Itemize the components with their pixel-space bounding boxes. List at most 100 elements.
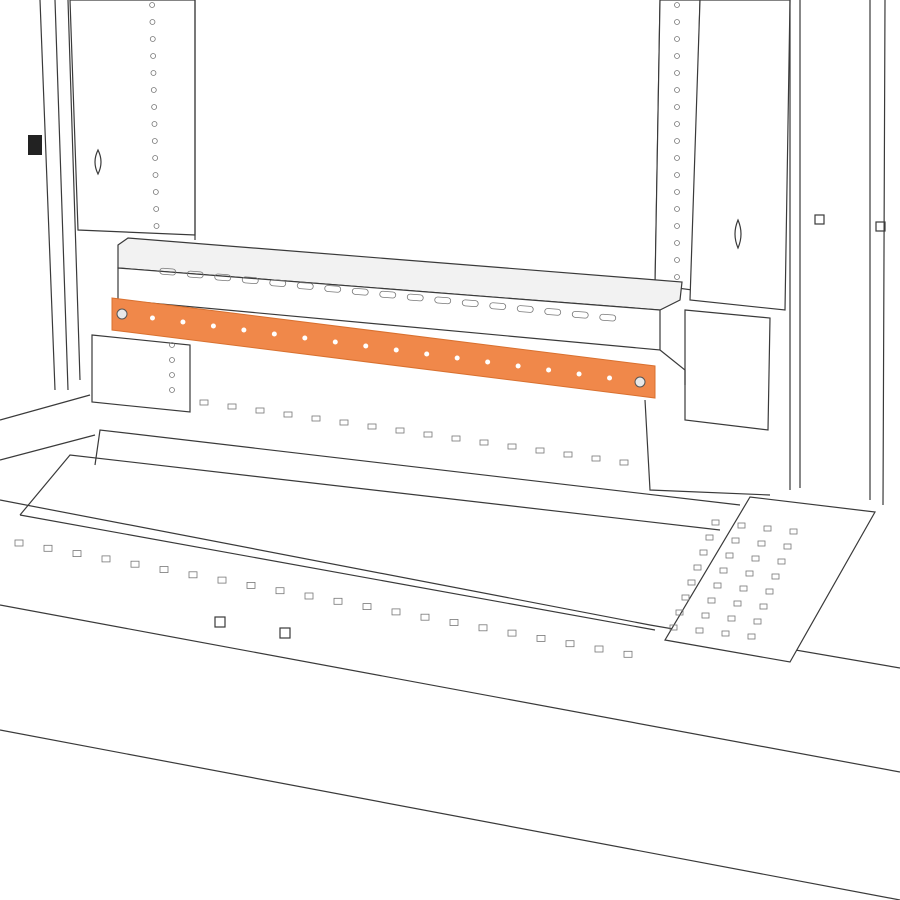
plinth-hole — [536, 635, 546, 642]
upright-hole — [169, 372, 175, 378]
busbar-hole — [546, 367, 552, 373]
rail-slot — [544, 308, 562, 316]
plinth-hole — [391, 608, 401, 616]
plate-hole — [701, 612, 710, 619]
plate-hole — [783, 543, 792, 550]
rail-slot — [379, 290, 397, 299]
plinth-square-hole — [279, 627, 291, 639]
upright-hole — [152, 172, 159, 178]
upright-hole — [151, 104, 158, 110]
plinth-hole — [449, 619, 459, 626]
plate-hole — [713, 582, 722, 589]
plinth-base — [0, 394, 900, 900]
busbar-hole — [424, 351, 430, 357]
upright-hole — [674, 121, 680, 127]
plinth-hole — [423, 431, 433, 438]
plate-hole — [721, 630, 730, 637]
busbar-hole — [363, 343, 369, 349]
busbar-hole — [180, 319, 186, 325]
plinth-hole — [227, 403, 237, 410]
rail-slot — [159, 267, 177, 276]
busbar-hole — [634, 376, 646, 388]
floor-gland-plate — [664, 496, 876, 663]
rail-slot — [214, 273, 232, 282]
rail-slot — [571, 310, 589, 319]
busbar-hole — [302, 335, 308, 341]
upright-hole — [674, 19, 680, 25]
back-panel — [194, 0, 661, 291]
plate-hole — [699, 549, 708, 556]
plate-hole — [745, 570, 754, 577]
plinth-hole — [43, 544, 53, 552]
upright-hole — [151, 138, 158, 144]
upright-hole — [150, 53, 157, 59]
upright-hole — [674, 189, 680, 195]
plinth-hole — [217, 576, 227, 584]
busbar-hole — [241, 327, 247, 333]
plate-hole — [759, 603, 768, 610]
rail-slot — [434, 296, 452, 305]
plate-hole — [731, 537, 740, 544]
plinth-hole — [339, 419, 349, 426]
upright-hole — [674, 274, 680, 280]
plinth-hole — [14, 539, 24, 547]
plinth-hole — [591, 455, 601, 462]
plinth-hole — [507, 629, 517, 637]
plate-hole — [789, 528, 798, 535]
upright-hole — [153, 223, 160, 229]
plinth-hole — [619, 459, 629, 466]
busbar-body — [111, 297, 656, 399]
plate-hole — [681, 594, 690, 601]
plinth-hole — [594, 645, 604, 653]
busbar — [111, 297, 656, 399]
rail-slot — [406, 293, 424, 302]
upright-hole — [674, 223, 680, 229]
plate-hole — [739, 585, 748, 592]
upright-hole — [674, 2, 680, 8]
plate-hole — [687, 579, 696, 586]
plate-hole — [675, 609, 684, 616]
right-frame — [644, 0, 886, 506]
plinth-hole — [199, 399, 209, 406]
busbar-holes — [116, 308, 646, 388]
busbar-hole — [485, 359, 491, 365]
plinth-hole — [420, 613, 430, 621]
rail-slot — [599, 313, 617, 322]
right-upright-holes — [674, 2, 680, 280]
busbar-hole — [576, 371, 582, 377]
plinth-hole — [478, 624, 488, 632]
plate-hole — [765, 588, 774, 595]
rail-slot — [241, 276, 259, 285]
plinth-hole — [535, 447, 545, 454]
plate-hole — [737, 522, 746, 529]
rail-slot — [516, 305, 534, 313]
plinth-hole — [130, 560, 140, 568]
busbar-hole — [454, 355, 460, 361]
busbar-hole — [607, 375, 613, 381]
upright-hole — [674, 240, 680, 246]
upright-hole — [674, 172, 680, 178]
plate-hole — [705, 534, 714, 541]
plinth-hole — [72, 550, 82, 557]
plinth-hole — [362, 603, 372, 610]
plate-hole — [747, 633, 756, 640]
plate-hole — [751, 555, 760, 562]
plate-hole — [725, 552, 734, 559]
rail-slot — [296, 282, 314, 290]
upright-hole — [674, 104, 680, 110]
busbar-hole — [149, 315, 155, 321]
plate-hole — [757, 540, 766, 547]
plate-hole — [753, 618, 762, 625]
rail-slot — [461, 299, 479, 308]
plate-hole — [695, 627, 704, 634]
plinth-hole — [101, 555, 111, 563]
plinth-hole-row — [14, 399, 633, 658]
upright-hole — [150, 70, 157, 76]
busbar-hole — [210, 323, 216, 329]
plinth-hole — [479, 439, 489, 446]
plinth-hole — [395, 427, 405, 434]
busbar-hole — [393, 347, 399, 353]
left-upright-holes — [149, 2, 175, 393]
left-frame — [28, 0, 196, 413]
upright-hole — [169, 357, 175, 363]
